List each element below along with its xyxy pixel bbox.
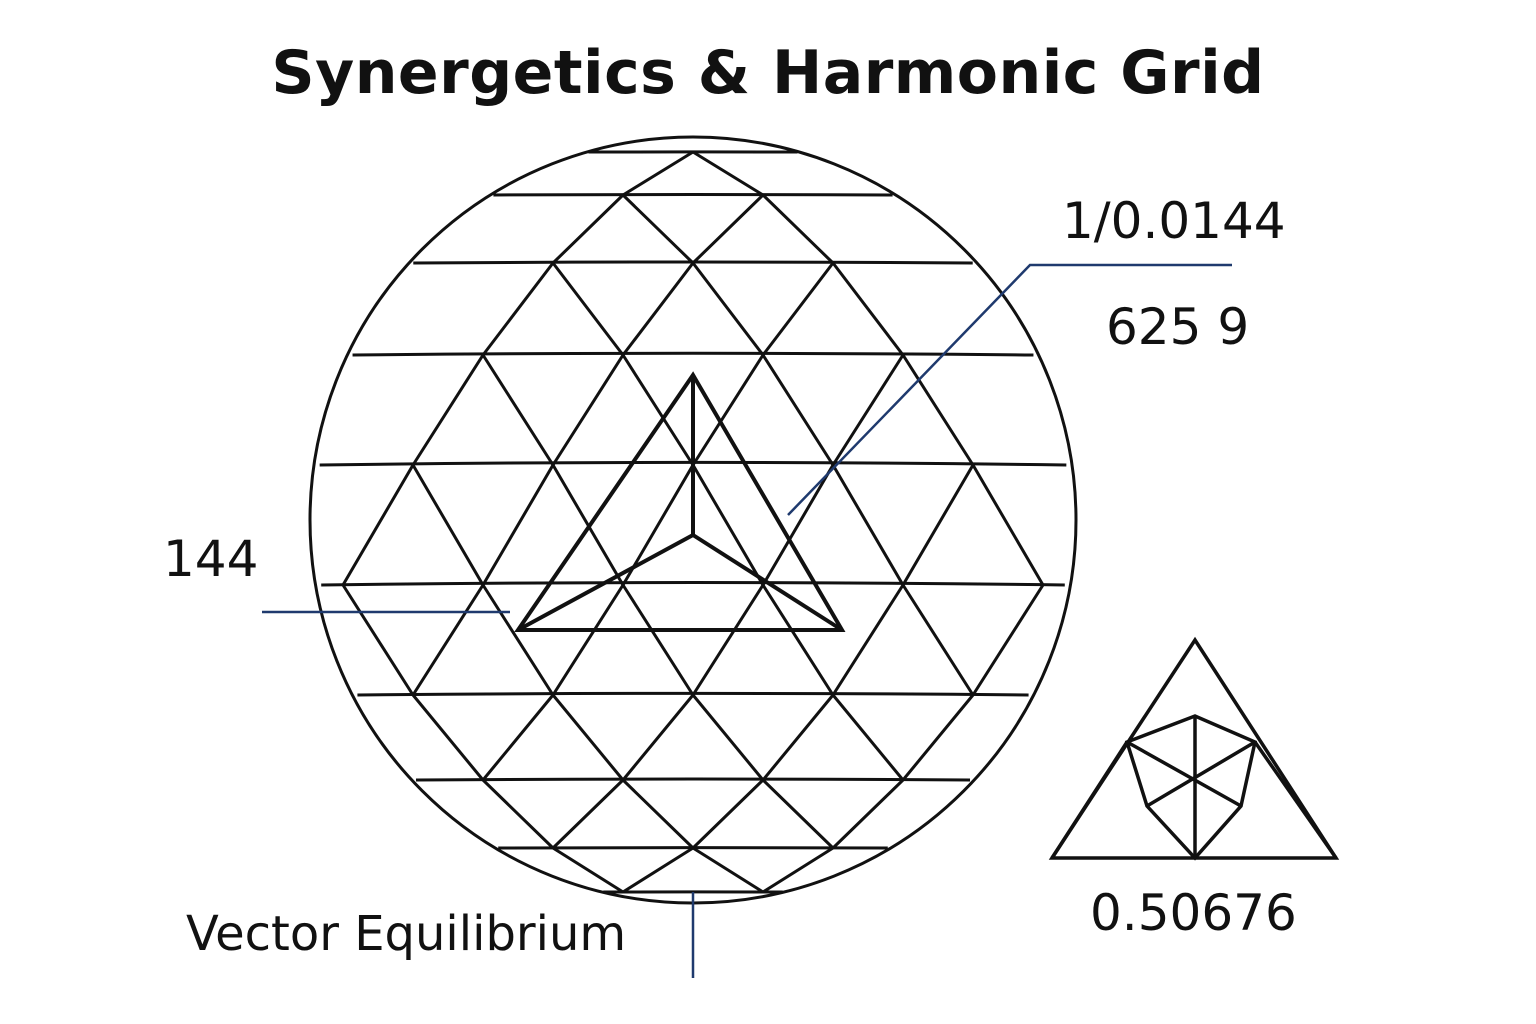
sphere-strut	[341, 464, 415, 586]
sphere-strut	[481, 354, 555, 466]
sphere-strut	[901, 354, 975, 466]
leader-line-top-right	[787, 263, 1232, 516]
small-triangle-diagonal-b	[1146, 740, 1256, 808]
inner-triangle-outline	[514, 371, 846, 632]
sphere-strut	[621, 694, 695, 781]
inner-edge-right	[691, 533, 844, 632]
label-144: 144	[163, 530, 259, 588]
sphere-strut	[691, 262, 765, 356]
sphere-strut	[411, 694, 485, 781]
sphere-strut	[901, 694, 975, 781]
inner-edge-left	[517, 533, 694, 632]
sphere-strut	[551, 584, 625, 696]
sphere-ring	[352, 351, 1034, 357]
sphere-strut	[691, 193, 765, 265]
sphere-strut	[551, 193, 625, 265]
sphere-strut	[411, 354, 485, 466]
sphere-strut	[831, 584, 905, 696]
sphere-strut	[551, 778, 625, 850]
sphere-ring	[415, 777, 971, 782]
sphere-strut	[481, 778, 555, 850]
label-625-9: 625 9	[1106, 298, 1250, 356]
sphere-strut	[831, 354, 905, 466]
sphere-strut	[551, 354, 625, 466]
sphere-strut	[621, 778, 695, 850]
sphere-strut	[831, 778, 905, 850]
sphere-strut	[481, 694, 555, 781]
sphere-strut	[692, 150, 764, 197]
sphere-strut	[761, 262, 835, 356]
label-vector-equilibrium: Vector Equilibrium	[186, 906, 627, 962]
sphere-strut	[411, 584, 485, 696]
sphere-strut	[551, 262, 625, 356]
label-small-triangle-value: 0.50676	[1090, 884, 1297, 942]
sphere-strut	[552, 846, 624, 894]
small-triangle-diagonal-a	[1126, 740, 1242, 808]
sphere-strut	[621, 262, 695, 356]
sphere-strut	[622, 846, 694, 894]
sphere-strut	[831, 694, 905, 781]
diagram-title: Synergetics & Harmonic Grid	[271, 38, 1265, 108]
sphere-strut	[831, 262, 905, 356]
sphere-strut	[761, 464, 835, 586]
sphere-strut	[761, 694, 835, 781]
small-tetrahedron	[1048, 636, 1340, 861]
sphere-strut	[762, 846, 834, 894]
sphere-strut	[761, 584, 835, 696]
sphere-strut	[761, 778, 835, 850]
small-triangle-edge-left	[1050, 741, 1129, 859]
sphere-ring	[321, 581, 1065, 587]
small-triangle-edge-right	[1253, 740, 1338, 860]
sphere-strut	[691, 778, 765, 850]
sphere-strut	[411, 464, 485, 586]
sphere-strut	[761, 193, 835, 265]
sphere-strut	[971, 584, 1045, 696]
sphere-strut	[901, 464, 975, 586]
sphere-strut	[691, 584, 765, 696]
sphere-strut	[622, 150, 694, 197]
sphere-strut	[551, 694, 625, 781]
sphere-strut	[691, 354, 765, 466]
sphere-strut	[481, 262, 555, 356]
inner-tetrahedron	[514, 371, 846, 632]
sphere-strut	[621, 193, 695, 265]
sphere-strut	[971, 464, 1045, 586]
sphere-strut	[761, 354, 835, 466]
sphere-strut	[481, 464, 555, 586]
sphere-strut	[341, 584, 415, 696]
sphere-strut	[621, 584, 695, 696]
sphere-strut	[691, 694, 765, 781]
label-reciprocal: 1/0.0144	[1062, 192, 1286, 250]
sphere-strut	[831, 464, 905, 586]
sphere-strut	[481, 584, 555, 696]
sphere-strut	[691, 464, 765, 586]
sphere-strut	[901, 584, 975, 696]
sphere-strut	[621, 354, 695, 466]
small-triangle-hexagon	[1124, 714, 1258, 861]
sphere-strut	[692, 846, 764, 894]
leader-lines	[262, 263, 1232, 978]
